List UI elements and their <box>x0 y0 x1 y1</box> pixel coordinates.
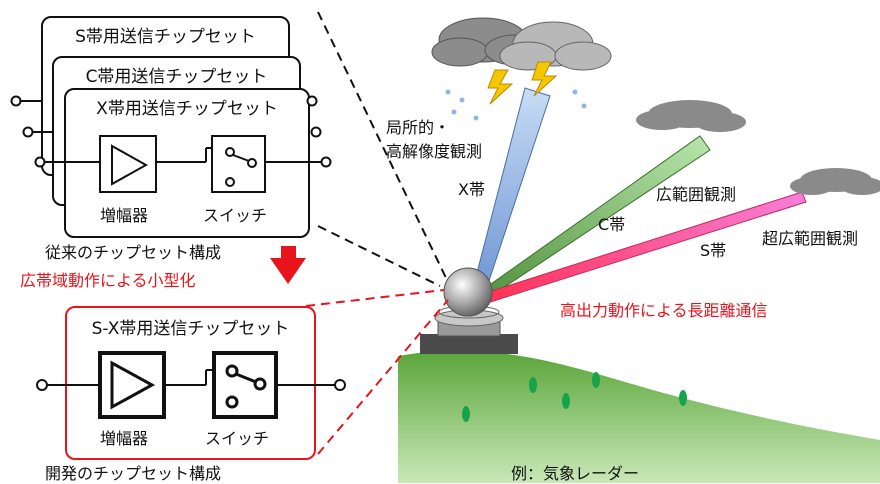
switch-icon <box>212 351 278 419</box>
bush <box>529 377 537 393</box>
radome <box>443 267 493 317</box>
zoom-line <box>305 289 445 307</box>
c-band-observation: 広範囲観測 <box>656 185 737 204</box>
conventional-caption: 従来のチップセット構成 <box>45 243 222 262</box>
chip-title-x: X帯用送信チップセット <box>96 99 278 119</box>
lightning-icon <box>531 61 558 97</box>
chip-title-s: S帯用送信チップセット <box>75 27 256 47</box>
example-caption: 例：気象レーダー <box>511 464 640 483</box>
lightning-icon <box>487 69 514 105</box>
miniaturization-caption: 広帯域動作による小型化 <box>20 271 196 290</box>
amplifier-label: 増幅器 <box>100 206 149 225</box>
x-band-observation: 局所的・ 高解像度観測 <box>386 118 483 161</box>
long-range-caption: 高出力動作による長距離通信 <box>560 301 768 320</box>
bush <box>592 372 600 388</box>
switch-label: スイッチ <box>203 206 268 225</box>
bush <box>562 393 570 409</box>
zoom-line <box>317 299 449 455</box>
x-band-label: X帯 <box>458 180 485 199</box>
hill <box>398 350 880 483</box>
chip-title-s-x: S-X帯用送信チップセット <box>91 319 290 339</box>
down-arrow-icon <box>270 246 306 284</box>
bush <box>462 406 470 422</box>
cloud <box>790 168 880 195</box>
s-band-observation: 超広範囲観測 <box>762 229 859 248</box>
new-amplifier-label: 増幅器 <box>100 429 149 448</box>
developed-caption: 開発のチップセット構成 <box>45 464 222 483</box>
zoom-line <box>317 11 449 283</box>
bush <box>679 390 687 406</box>
new-switch-label: スイッチ <box>205 429 270 448</box>
cloud <box>636 100 746 132</box>
switch-icon <box>211 135 266 193</box>
c-band-label: C帯 <box>598 215 626 234</box>
radar-base <box>420 334 518 354</box>
zoom-line <box>317 225 441 287</box>
s-band-label: S帯 <box>700 241 727 260</box>
chip-title-c: C帯用送信チップセット <box>85 67 268 87</box>
